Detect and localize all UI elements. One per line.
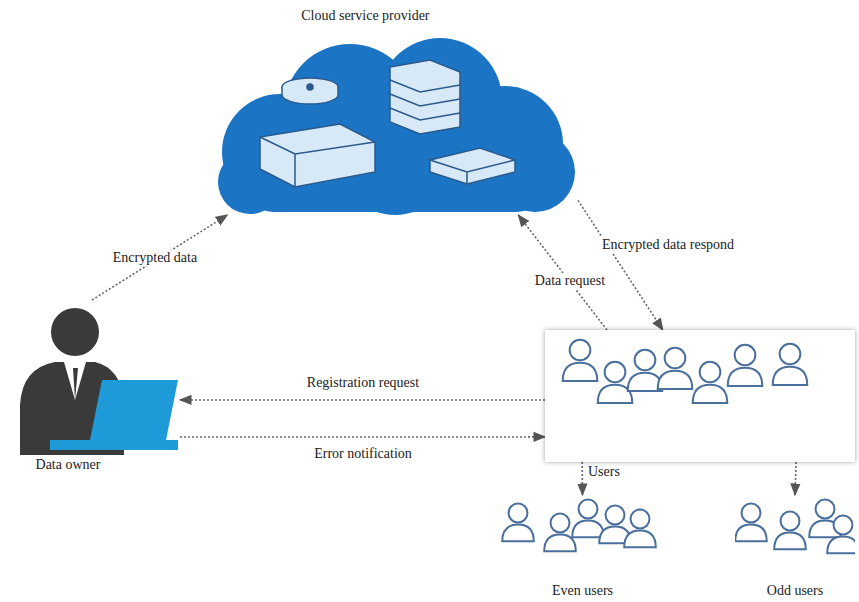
dotted-arrow: [795, 462, 796, 495]
node-label: Cloud service provider: [301, 8, 429, 23]
dotted-arrow: [180, 436, 545, 438]
even-illustration: [500, 495, 665, 581]
dotted-arrow: [180, 399, 545, 401]
edge-label: Encrypted data respond: [599, 237, 737, 253]
node-label: Data owner: [36, 457, 101, 472]
user-icon: [827, 516, 855, 554]
user-icon: [693, 362, 728, 403]
cloud-shape: [218, 38, 575, 215]
node-label: Odd users: [767, 583, 823, 598]
cloud-illustration: [205, 32, 578, 215]
even-users-group: Even users: [500, 495, 665, 581]
user-icon: [735, 504, 767, 542]
user-icon: [544, 514, 576, 552]
data-owner-node: Data owner: [20, 300, 180, 455]
user-icon: [502, 504, 534, 542]
user-icon: [598, 362, 633, 403]
odd-users-group: Odd users: [735, 495, 855, 581]
user-icon: [773, 344, 808, 385]
user-icon: [728, 345, 763, 386]
edge-label: Error notification: [311, 446, 415, 462]
odd-illustration: [735, 495, 855, 581]
node-label: Even users: [552, 583, 613, 598]
owner-illustration: [20, 300, 180, 455]
user-icon: [658, 348, 693, 389]
dotted-arrow: [581, 462, 583, 495]
user-icon: [572, 500, 604, 538]
dotted-arrow: [92, 215, 227, 300]
edge-label: Data request: [532, 273, 608, 289]
edge-label: Registration request: [304, 375, 422, 391]
edge-label: Encrypted data: [110, 250, 200, 266]
node-label: Users: [588, 464, 620, 479]
user-icon: [624, 510, 656, 548]
users-group-box: Users: [545, 330, 855, 462]
server-devices: [260, 60, 515, 187]
user-icon: [774, 512, 806, 550]
data-owner-icon: [20, 308, 178, 455]
users-illustration: [545, 330, 855, 462]
user-icon: [563, 340, 598, 381]
cloud-node: Cloud service provider: [205, 32, 578, 215]
dotted-arrow: [578, 200, 663, 330]
